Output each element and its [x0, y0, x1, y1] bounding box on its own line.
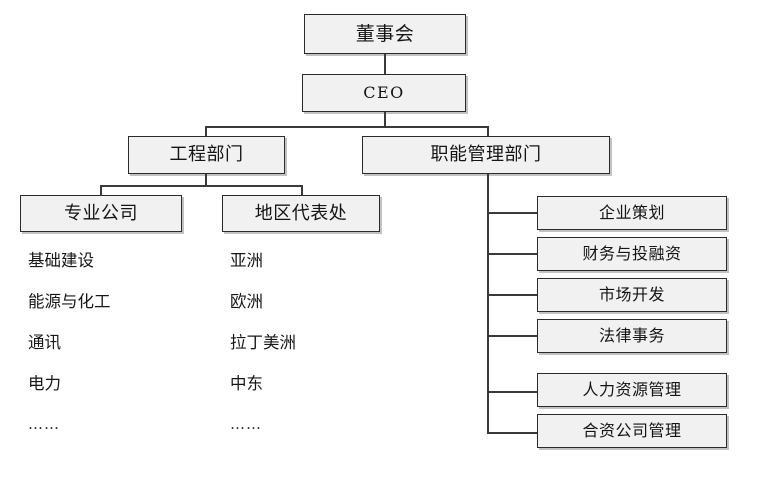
node-functional-management-department-label: 职能管理部门 [430, 144, 542, 165]
connector-bus-to-engineering [205, 126, 207, 137]
node-functional-department-label: 财务与投融资 [582, 244, 682, 263]
list-item: 拉丁美洲 [230, 333, 296, 352]
node-ceo-label: CEO [363, 83, 405, 102]
connector-functional-stub [487, 335, 538, 337]
connector-engineering-bus [100, 185, 302, 187]
node-functional-department-6[interactable]: 合资公司管理 [537, 414, 727, 448]
connector-functional-stub [487, 253, 538, 255]
connector-bus-to-regional-office [301, 185, 303, 196]
list-item-ellipsis: …… [230, 415, 262, 433]
node-ceo[interactable]: CEO [302, 74, 466, 112]
list-item: 中东 [230, 374, 263, 393]
node-functional-department-2[interactable]: 财务与投融资 [537, 237, 727, 271]
list-item: 欧洲 [230, 292, 263, 311]
connector-functional-trunk [487, 174, 489, 433]
node-functional-department-label: 企业策划 [598, 203, 665, 222]
connector-bus-to-specialized-company [100, 185, 102, 196]
connector-functional-stub [487, 294, 538, 296]
list-item: 电力 [28, 374, 61, 393]
node-functional-management-department[interactable]: 职能管理部门 [362, 136, 610, 174]
list-item: 亚洲 [230, 251, 263, 270]
connector-ceo-drop [384, 112, 386, 127]
node-engineering-department[interactable]: 工程部门 [128, 136, 285, 174]
list-item: 能源与化工 [28, 292, 111, 311]
connector-engineering-drop [205, 174, 207, 185]
node-regional-office-label: 地区代表处 [254, 202, 348, 224]
connector-functional-stub [487, 391, 538, 393]
node-regional-office[interactable]: 地区代表处 [222, 195, 380, 232]
connector-functional-stub [487, 432, 538, 434]
node-board-of-directors-label: 董事会 [355, 22, 415, 45]
list-item: 基础建设 [28, 251, 94, 270]
node-functional-department-label: 合资公司管理 [582, 421, 682, 440]
node-functional-department-4[interactable]: 法律事务 [537, 319, 727, 353]
node-specialized-company-label: 专业公司 [64, 202, 138, 224]
node-specialized-company[interactable]: 专业公司 [20, 195, 182, 232]
node-board-of-directors[interactable]: 董事会 [304, 14, 466, 54]
node-functional-department-label: 法律事务 [598, 326, 665, 345]
connector-board-to-ceo [384, 54, 386, 74]
list-item: 通讯 [28, 333, 61, 352]
list-item-ellipsis: …… [28, 415, 60, 433]
connector-functional-stub [487, 212, 538, 214]
node-engineering-department-label: 工程部门 [169, 144, 244, 165]
node-functional-department-3[interactable]: 市场开发 [537, 278, 727, 312]
node-functional-department-1[interactable]: 企业策划 [537, 196, 727, 230]
node-functional-department-label: 人力资源管理 [582, 380, 682, 399]
connector-ceo-bus [205, 126, 488, 128]
connector-bus-to-functional [487, 126, 489, 137]
node-functional-department-5[interactable]: 人力资源管理 [537, 373, 727, 407]
node-functional-department-label: 市场开发 [598, 285, 665, 304]
